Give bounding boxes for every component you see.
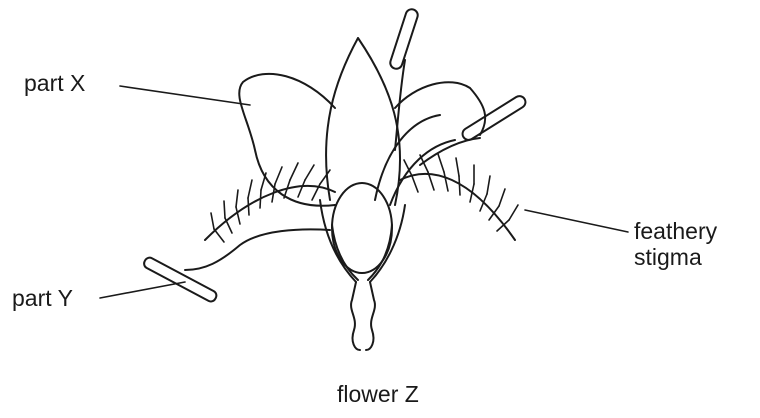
- centre-petal: [326, 38, 400, 205]
- flower-stalk: [351, 282, 375, 350]
- part-y-anther: [142, 256, 218, 303]
- right-stigma-hairs: [404, 154, 518, 231]
- upper-anther: [389, 8, 420, 71]
- feathery-stigma-label: feathery stigma: [634, 218, 717, 271]
- part-x-pointer-line: [120, 86, 250, 105]
- inner-petal-curves: [375, 115, 455, 205]
- left-petal-part-x: [239, 74, 335, 206]
- right-petal: [395, 82, 485, 135]
- left-filament: [185, 229, 330, 270]
- right-anther: [460, 94, 527, 142]
- feathery-stigma-label-line2: stigma: [634, 244, 717, 270]
- part-x-label: part X: [24, 70, 85, 96]
- diagram-caption: flower Z: [337, 381, 419, 407]
- part-y-pointer-line: [100, 282, 185, 298]
- part-y-label: part Y: [12, 285, 73, 311]
- stigma-pointer-line: [525, 210, 628, 232]
- feathery-stigma-label-line1: feathery: [634, 218, 717, 244]
